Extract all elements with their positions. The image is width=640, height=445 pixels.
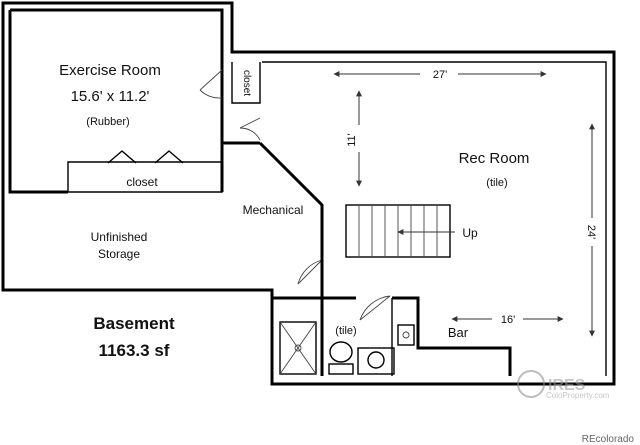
credit-label: REcolorado <box>582 434 635 445</box>
bathroom <box>272 296 395 376</box>
rec-room-floor: (tile) <box>486 177 507 189</box>
dimension-arrows <box>333 71 595 337</box>
watermark-logo: IRES ColoProperty.com <box>517 370 610 400</box>
bathroom-floor-label: (tile) <box>335 325 356 337</box>
rec-room-name: Rec Room <box>459 150 530 167</box>
closet-upper-label: closet <box>241 70 252 96</box>
bar-label: Bar <box>448 325 469 340</box>
closet-bifold-doors <box>107 150 184 164</box>
mechanical-wall <box>258 141 324 298</box>
sink-icon <box>367 351 385 369</box>
plan-area: 1163.3 sf <box>99 341 170 360</box>
dim-rec-depth: 11' <box>346 133 358 147</box>
watermark-site: ColoProperty.com <box>546 391 610 400</box>
exercise-room-size: 15.6' x 11.2' <box>71 88 150 105</box>
dim-rec-width: 27' <box>433 69 447 81</box>
rec-room-inner-wall <box>262 61 607 376</box>
exercise-room-floor: (Rubber) <box>86 116 129 128</box>
closet-lower-label: closet <box>126 175 158 189</box>
outer-wall <box>1 1 616 386</box>
door-swings <box>199 69 391 321</box>
exercise-room-walls <box>8 8 261 194</box>
exercise-room-name: Exercise Room <box>59 62 161 79</box>
bar-counter <box>391 296 512 376</box>
watermark-brand: IRES <box>548 377 586 394</box>
mechanical-label: Mechanical <box>243 203 304 217</box>
dim-rec-length: 24' <box>585 225 597 239</box>
toilet-icon <box>329 341 353 363</box>
stairs-up-label: Up <box>462 226 478 240</box>
storage-label-line2: Storage <box>98 247 140 261</box>
plan-title: Basement <box>93 314 175 333</box>
staircase <box>345 204 455 258</box>
storage-label-line1: Unfinished <box>91 230 148 244</box>
dim-bar-length: 16' <box>501 314 515 326</box>
